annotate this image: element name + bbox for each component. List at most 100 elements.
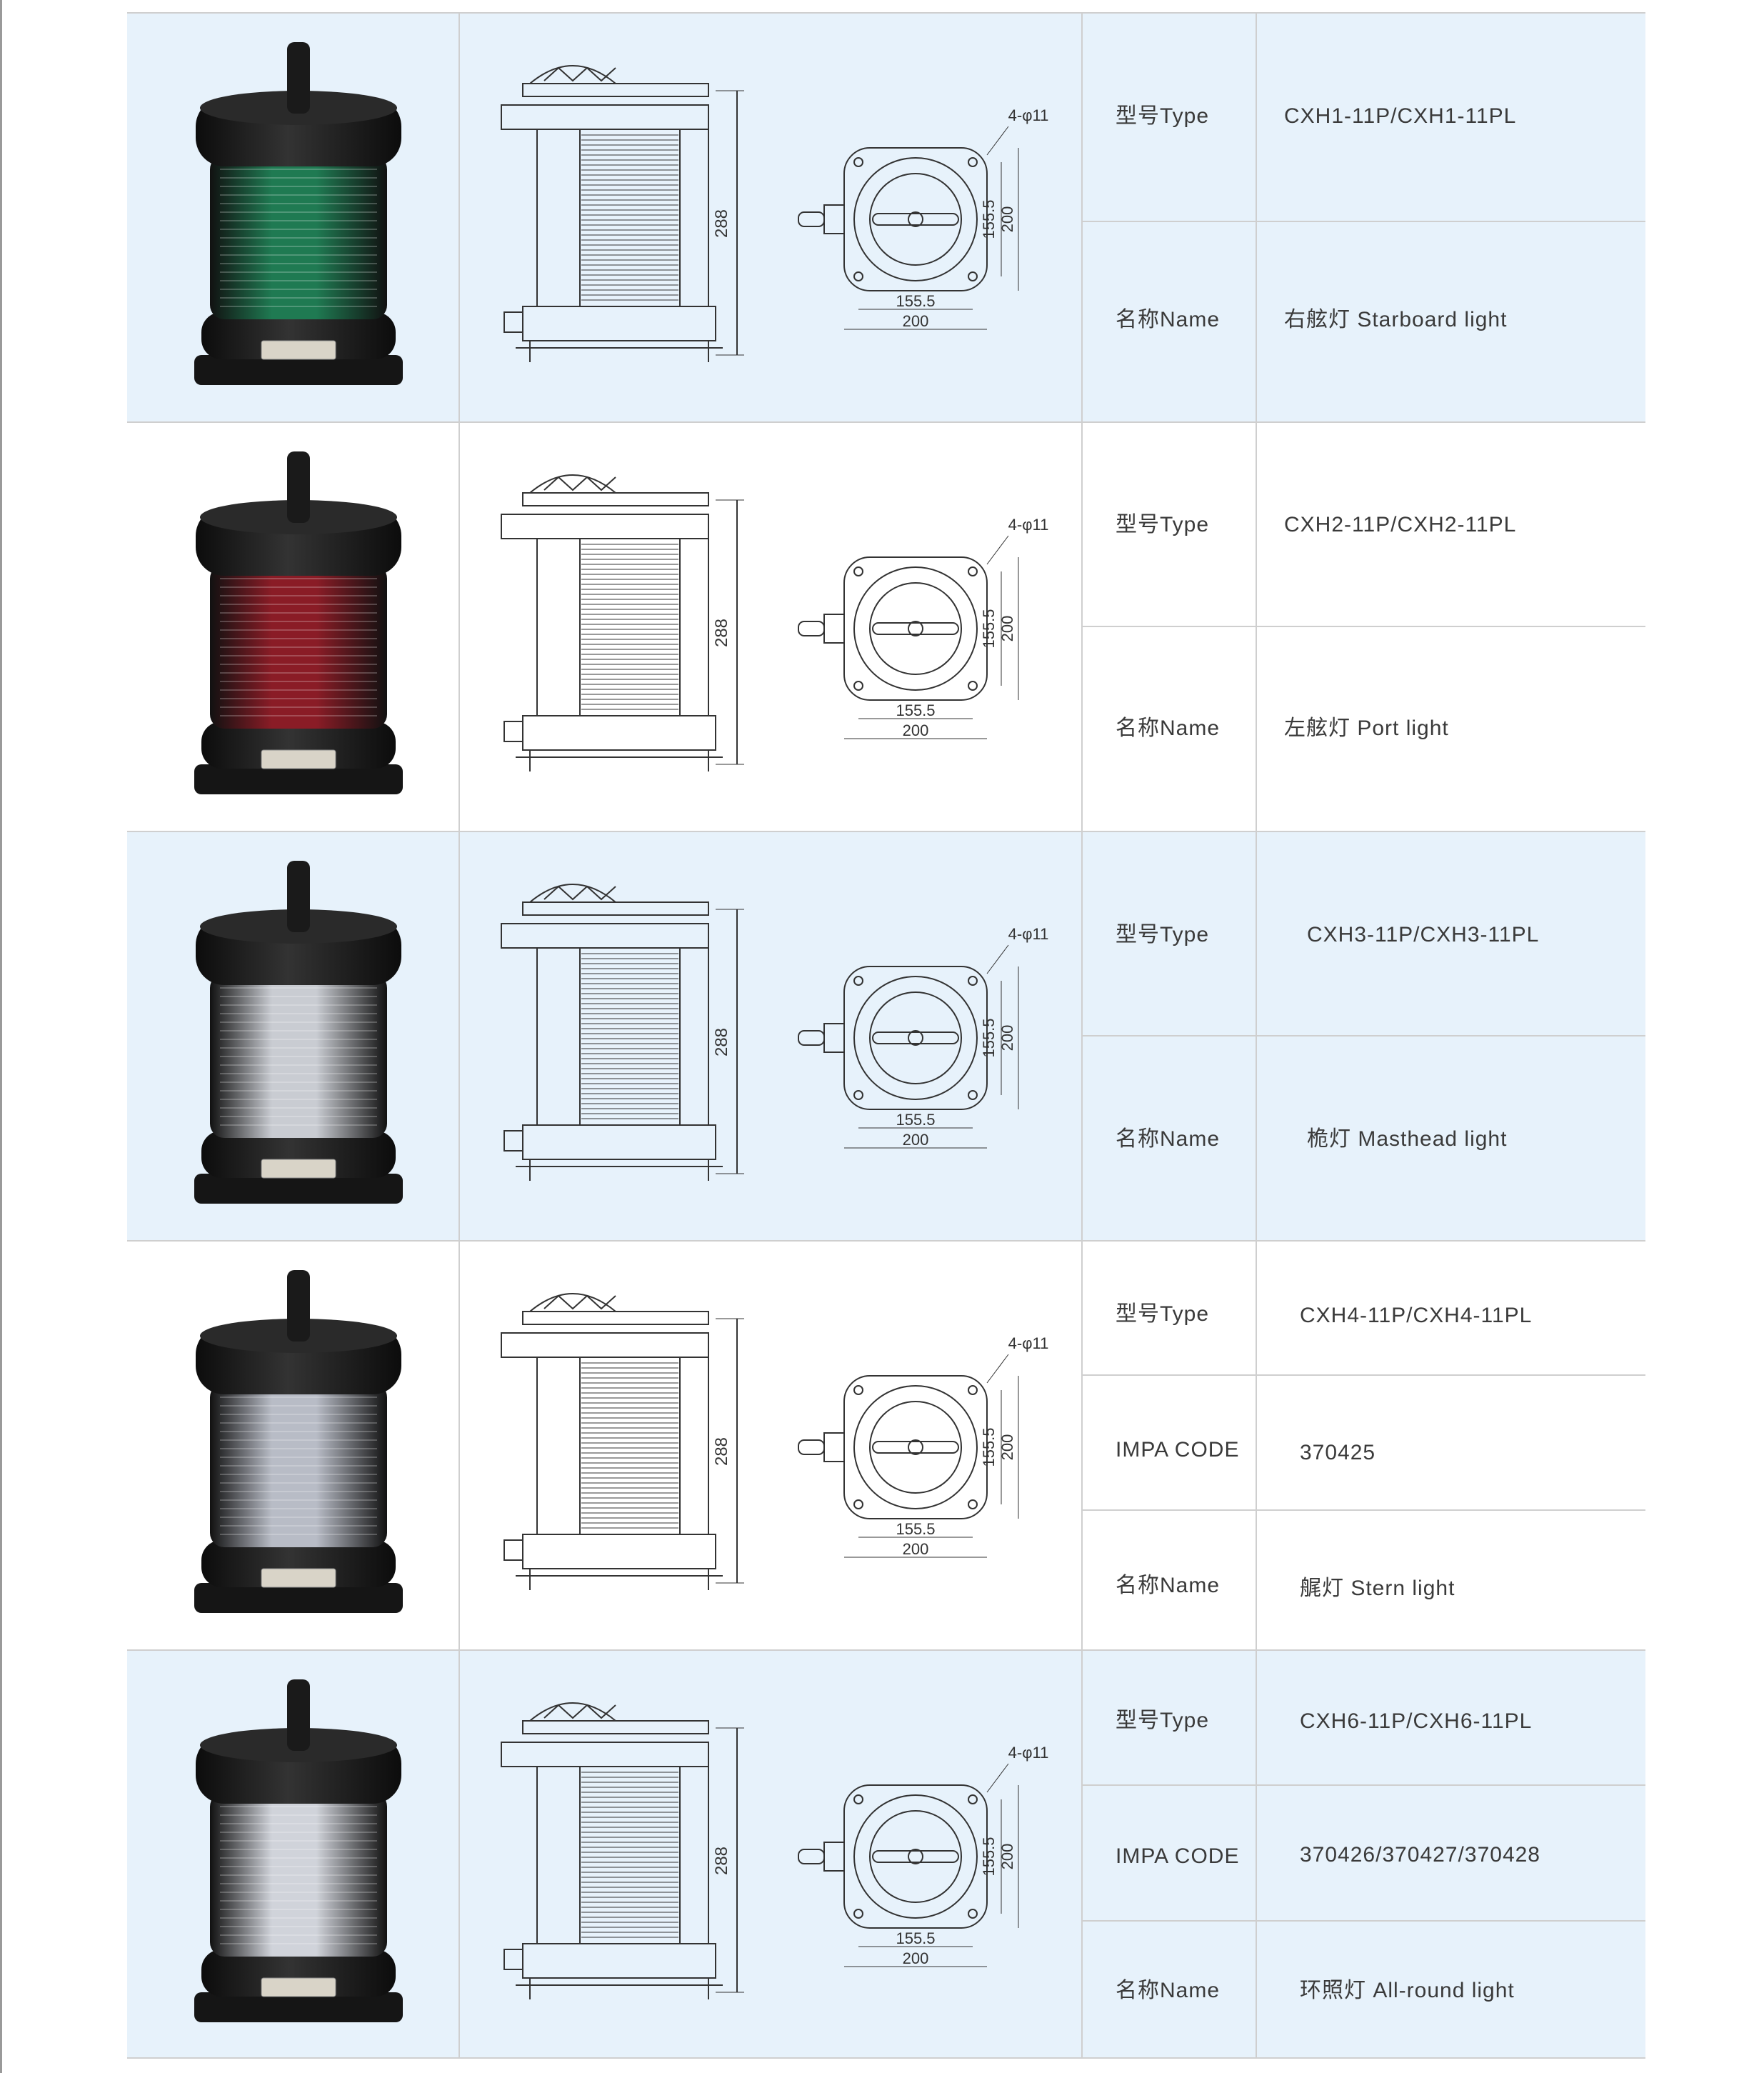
base <box>522 1534 716 1569</box>
base <box>522 1943 716 1979</box>
base <box>522 1124 716 1160</box>
name-label: 名称Name <box>1116 716 1221 740</box>
mounting-hole <box>853 1385 863 1395</box>
name-label: 名称Name <box>1116 308 1221 331</box>
gland-nut <box>798 1849 825 1864</box>
upper-ring <box>501 1742 709 1767</box>
inner-h-label: 155.5 <box>896 292 935 310</box>
cable-gland <box>503 721 523 742</box>
cable-gland <box>503 1949 523 1970</box>
impa-value: 370425 <box>1300 1441 1376 1464</box>
type-value: CXH4-11P/CXH4-11PL <box>1300 1304 1533 1327</box>
lamp-base <box>194 1174 403 1204</box>
type-value: CXH2-11P/CXH2-11PL <box>1284 513 1517 536</box>
handle-bar <box>872 1441 959 1454</box>
name-value: 环照灯 All-round light <box>1300 1979 1515 2002</box>
hole-leader <box>986 535 1009 565</box>
inner-h-label: 155.5 <box>896 1929 935 1947</box>
height-dimension-label: 288 <box>712 1437 731 1466</box>
nameplate <box>261 1568 336 1588</box>
outer-v-label: 200 <box>998 1434 1016 1461</box>
name-label: 名称Name <box>1116 1127 1221 1151</box>
outer-h-label: 200 <box>903 1540 929 1558</box>
nameplate <box>261 340 336 360</box>
name-value: 左舷灯 Port light <box>1284 716 1449 740</box>
outer-h-label: 200 <box>903 1949 929 1967</box>
mounting-hole <box>853 1499 863 1509</box>
lamp-photo <box>194 42 403 385</box>
lamp-lower-body <box>201 1131 396 1178</box>
hole-label: 4-φ11 <box>1008 1744 1049 1762</box>
inner-v-label: 155.5 <box>980 199 998 239</box>
outer-v-label: 200 <box>998 1844 1016 1870</box>
outer-h-label: 200 <box>903 312 929 330</box>
lens-ring <box>853 1385 978 1509</box>
name-label: 名称Name <box>1116 1574 1221 1597</box>
top-cap <box>522 1720 709 1734</box>
outer-v-label: 200 <box>998 1025 1016 1052</box>
lamp-photo <box>194 451 403 794</box>
inner-v-label: 155.5 <box>980 1427 998 1467</box>
upper-ring <box>501 104 709 130</box>
lens <box>210 564 387 729</box>
hole-leader <box>986 126 1009 156</box>
mounting-hole <box>853 976 863 986</box>
mounting-hole <box>853 681 863 691</box>
height-dimension-label: 288 <box>712 1847 731 1875</box>
hole-label: 4-φ11 <box>1008 516 1049 534</box>
hole-leader <box>986 944 1009 974</box>
lamp-handle <box>287 1679 310 1751</box>
gland-nut <box>798 1030 825 1046</box>
plate <box>843 1375 988 1519</box>
lens <box>210 974 387 1138</box>
lamp-base <box>194 355 403 385</box>
lamp-handle <box>287 861 310 932</box>
nameplate <box>261 1977 336 1997</box>
hole-label: 4-φ11 <box>1008 925 1049 943</box>
gland-nut <box>798 211 825 227</box>
lamp-handle <box>287 1270 310 1342</box>
outer-h-label: 200 <box>903 1131 929 1149</box>
mounting-hole <box>853 271 863 281</box>
type-label: 型号Type <box>1116 923 1210 946</box>
inner-h-label: 155.5 <box>896 1520 935 1538</box>
mounting-hole <box>968 976 978 986</box>
top-cap <box>522 901 709 916</box>
name-label: 名称Name <box>1116 1979 1221 2002</box>
inner-h-label: 155.5 <box>896 1111 935 1129</box>
outer-v-label: 200 <box>998 616 1016 642</box>
lamp-lower-body <box>201 1540 396 1587</box>
mounting-hole <box>968 681 978 691</box>
cable-gland <box>503 1539 523 1561</box>
cable-gland <box>503 311 523 333</box>
inner-v-label: 155.5 <box>980 1018 998 1057</box>
mounting-hole <box>853 566 863 576</box>
name-value: 艉灯 Stern light <box>1300 1577 1455 1600</box>
lens <box>210 1792 387 1957</box>
page-left-edge <box>0 0 2 2073</box>
plate <box>843 147 988 291</box>
gland <box>823 1842 845 1872</box>
gland <box>823 1023 845 1053</box>
gland-nut <box>798 621 825 636</box>
gland-nut <box>798 1439 825 1455</box>
outer-h-label: 200 <box>903 721 929 739</box>
lamp-handle <box>287 451 310 523</box>
lamp-base <box>194 1583 403 1613</box>
cable-gland <box>503 1130 523 1152</box>
lens-ring <box>853 566 978 691</box>
mounting-hole <box>968 1794 978 1804</box>
type-value: CXH6-11P/CXH6-11PL <box>1300 1709 1533 1733</box>
top-cap <box>522 1311 709 1325</box>
height-dimension-label: 288 <box>712 1028 731 1057</box>
height-dimension-label: 288 <box>712 209 731 238</box>
lamp-base <box>194 764 403 794</box>
type-label: 型号Type <box>1116 1302 1210 1326</box>
lamp-lower-body <box>201 312 396 359</box>
nameplate <box>261 1159 336 1179</box>
